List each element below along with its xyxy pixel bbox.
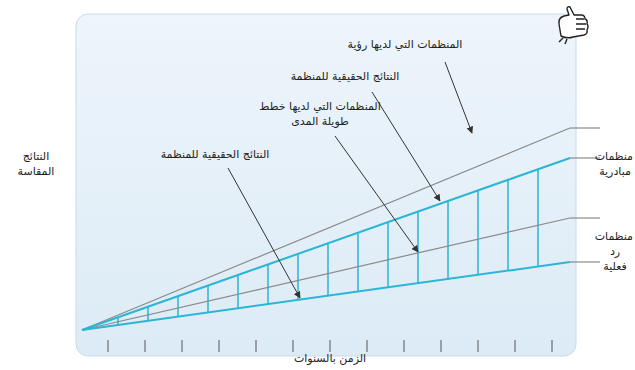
plans-stub (570, 217, 600, 218)
axis-tick (182, 340, 183, 352)
axis-tick (552, 340, 553, 352)
gap-hatching (118, 169, 538, 325)
axis-tick (219, 340, 220, 352)
hatch-line (507, 180, 509, 271)
plans-line (82, 218, 570, 330)
series-label: النتائج الحقيقية للمنظمة (275, 70, 415, 85)
axis-tick (515, 340, 516, 352)
axis-tick (330, 340, 331, 352)
reactive-line (82, 262, 570, 330)
axis-tick (293, 340, 294, 352)
hatch-line (447, 201, 449, 279)
proactive-line (82, 158, 570, 330)
axis-tick (108, 340, 109, 352)
axis-title: الزمن بالسنوات (250, 352, 410, 367)
hatch-line (327, 243, 329, 295)
hatch-line (357, 233, 359, 292)
category-label: منظمات رد فعلية (597, 230, 633, 275)
axis-tick (145, 340, 146, 352)
axis-tick (404, 340, 405, 352)
hatch-line (267, 264, 269, 304)
series-label: المنظمات التي لديها رؤية (330, 38, 480, 53)
axis-tick (441, 340, 442, 352)
hatch-line (387, 222, 389, 287)
category-label: منظمات مبادرية (597, 150, 633, 180)
hatch-line (177, 296, 179, 316)
series-label: المنظمات التي لديها خطط طويلة المدى (250, 100, 390, 130)
hatch-line (417, 212, 419, 284)
leader-arrow (335, 136, 418, 252)
axis-ticks (108, 340, 552, 352)
leader-arrow (372, 92, 440, 201)
axis-tick (478, 340, 479, 352)
hatch-line (207, 286, 209, 313)
axis-tick (367, 340, 368, 352)
vision-line (82, 128, 570, 330)
hatch-line (147, 307, 149, 321)
leader-arrow (445, 62, 472, 133)
leader-arrow (228, 168, 300, 298)
axis-base (82, 330, 570, 331)
vision-stub (570, 127, 600, 128)
pointing-hand-icon (559, 7, 588, 44)
chart-panel (76, 14, 576, 356)
hatch-line (477, 190, 479, 274)
axis-tick (256, 340, 257, 352)
hatch-line (237, 275, 239, 308)
hatch-line (537, 169, 539, 266)
series-label: النتائج الحقيقية للمنظمة (145, 148, 285, 163)
axis-title: النتائج المقاسة (6, 150, 66, 180)
reactive-stub (570, 261, 600, 262)
